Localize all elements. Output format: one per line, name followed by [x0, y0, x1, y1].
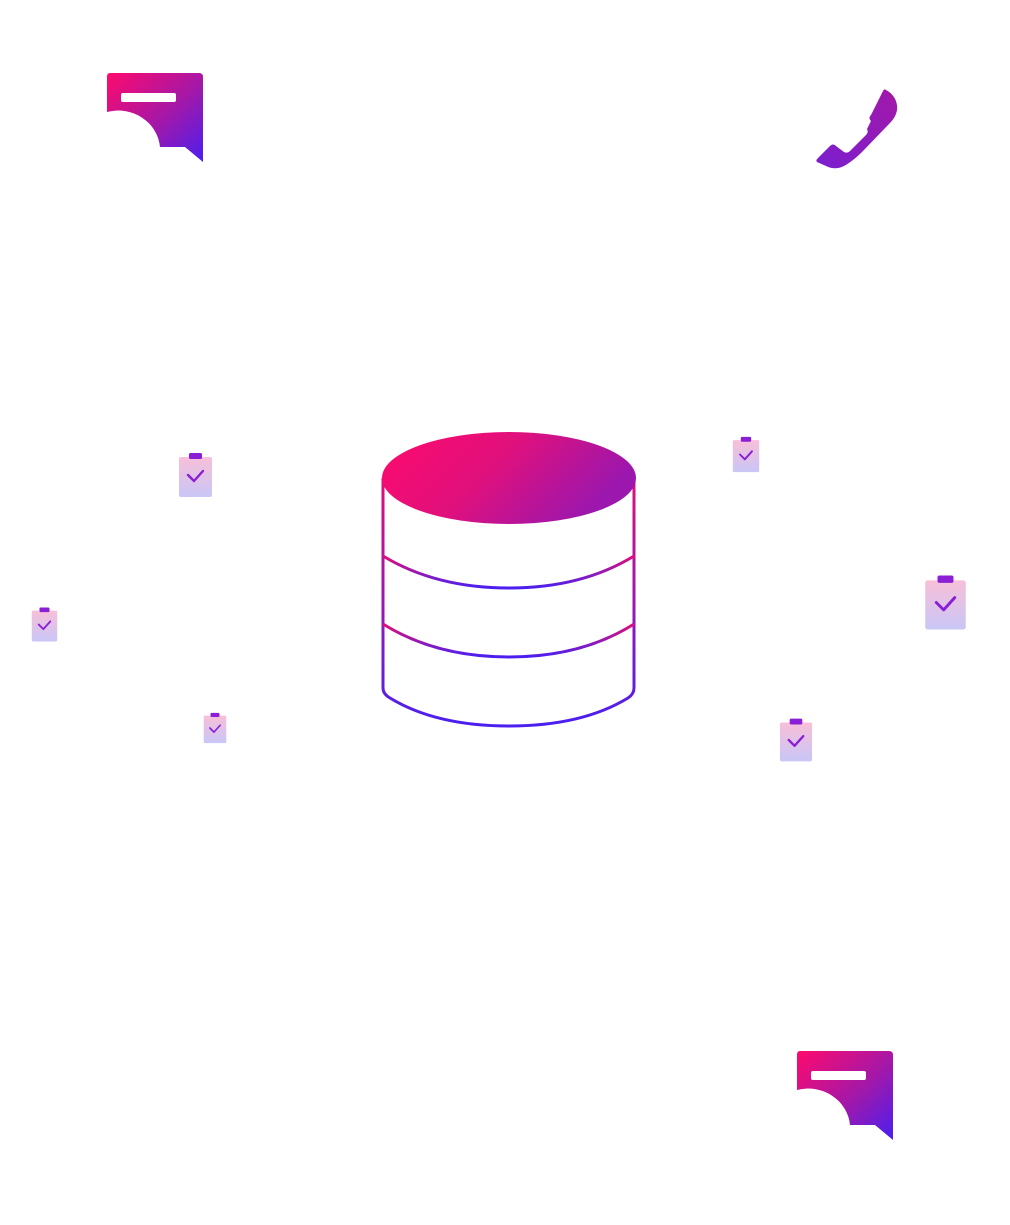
- chat-bubble-icon: [797, 1051, 893, 1140]
- chat-bubble-icon: [107, 73, 203, 162]
- clipboard-check-icon: [178, 452, 213, 498]
- clipboard-check-icon: [732, 436, 760, 473]
- clipboard-check-icon: [203, 712, 227, 744]
- phone-icon: [816, 89, 898, 169]
- clipboard-check-icon: [924, 574, 967, 631]
- clipboard-check-icon: [779, 717, 813, 763]
- database-icon: [381, 432, 636, 728]
- clipboard-check-icon: [31, 606, 58, 643]
